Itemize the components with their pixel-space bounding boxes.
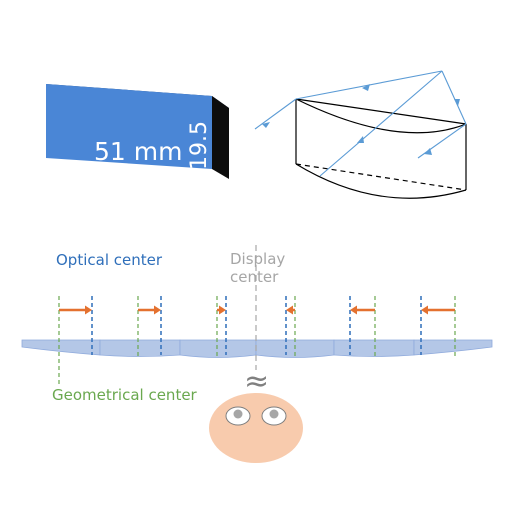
- dimension-block: 51 mm 19.5: [46, 84, 229, 179]
- head-top-bump: [247, 397, 265, 404]
- shift-arrow-head-3: [219, 305, 226, 315]
- right-pupil: [269, 409, 279, 419]
- shift-arrow-head-2: [154, 305, 161, 315]
- shift-arrow-head-4: [286, 305, 293, 315]
- ray-arrowhead-1: [262, 122, 270, 128]
- prism-top-curve: [295, 98, 467, 134]
- ray-incoming-1: [254, 98, 297, 130]
- shift-arrow-head-5: [350, 305, 357, 315]
- left-pupil: [233, 409, 243, 419]
- lens-segment-5: [333, 339, 415, 357]
- lens-segment-3: [179, 339, 257, 358]
- prism-hidden-edge: [295, 163, 467, 191]
- ray-arrowhead-5: [424, 148, 432, 155]
- shift-arrow-head-6: [421, 305, 428, 315]
- block-width-label: 51 mm: [94, 137, 182, 166]
- viewer-head: [209, 393, 303, 463]
- shift-arrow-head-1: [85, 305, 92, 315]
- prism-top-left-edge: [295, 98, 467, 125]
- ray-down-1: [441, 70, 467, 125]
- ray-arrowhead-3: [357, 136, 364, 143]
- lens-array: [21, 339, 493, 358]
- lens-segment-6: [413, 339, 493, 356]
- ray-arrowhead-2: [362, 84, 370, 91]
- prism-bottom-curve: [295, 163, 467, 199]
- optical-center-label: Optical center: [56, 251, 163, 269]
- lens-segment-2: [99, 339, 181, 357]
- display-center-label-line2: center: [230, 268, 279, 286]
- ray-arrowhead-4: [454, 99, 460, 106]
- block-side-face: [212, 96, 229, 179]
- block-height-label: 19.5: [187, 121, 212, 170]
- ray-incoming-2: [319, 70, 443, 177]
- prism-ray-diagram: [295, 98, 467, 199]
- geometrical-center-label: Geometrical center: [52, 386, 198, 404]
- lens-segment-1: [21, 339, 101, 356]
- light-rays: [254, 70, 467, 177]
- center-markers: [58, 296, 456, 385]
- block-front-face: [46, 84, 212, 169]
- display-center-label-line1: Display: [230, 250, 285, 268]
